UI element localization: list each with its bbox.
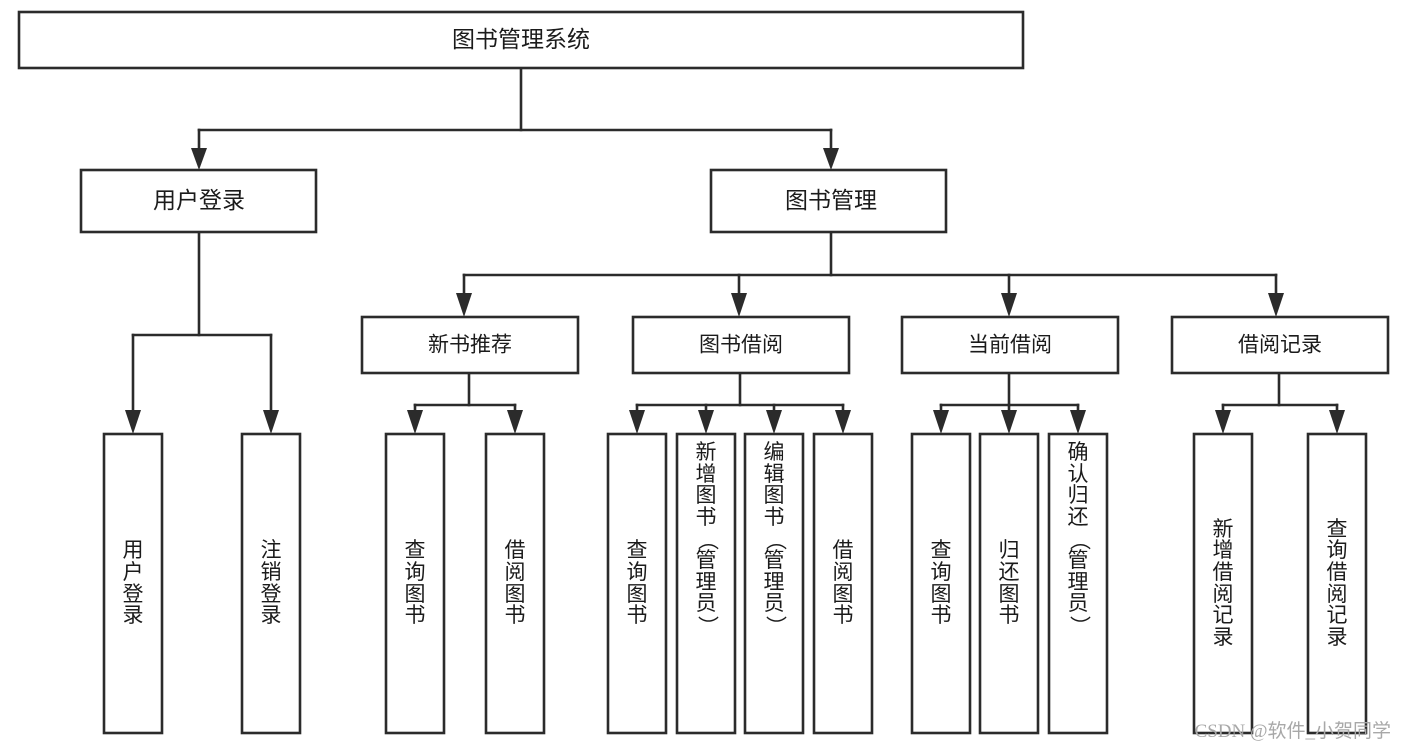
node-box-leaf-logout[interactable] (240, 432, 302, 735)
arrow-to-leaf-logout (263, 410, 279, 434)
node-box-leaf-rec-borrow-book[interactable] (484, 432, 546, 735)
node-box-leaf-user-login[interactable] (102, 432, 164, 735)
arrow-to-borrow-query-book (629, 410, 645, 434)
arrow-to-book-borrow (731, 293, 747, 317)
node-box-leaf-rec-query-book[interactable] (384, 432, 446, 735)
node-label-book-borrow: 图书借阅 (699, 334, 783, 357)
arrow-to-leaf-user-login (125, 410, 141, 434)
csdn-watermark: CSDN @软件_小贺同学 (1194, 721, 1391, 742)
node-box-new-book-rec[interactable] (360, 315, 580, 375)
arrow-to-return-book (1001, 410, 1017, 434)
node-label-new-book-rec: 新书推荐 (428, 334, 512, 357)
node-box-leaf-borrow-query-book[interactable] (606, 432, 668, 735)
node-box-leaf-query-record[interactable] (1306, 432, 1368, 735)
node-box-borrow-record[interactable] (1170, 315, 1390, 375)
node-label-user-login: 用户登录 (153, 187, 245, 213)
node-label-book-manage: 图书管理 (785, 187, 877, 213)
node-box-leaf-current-query-book[interactable] (910, 432, 972, 735)
arrow-to-new-book-rec (456, 293, 472, 317)
node-box-book-borrow[interactable] (631, 315, 851, 375)
connector-layer (125, 66, 1345, 434)
arrow-to-book-manage (823, 148, 839, 170)
arrow-to-add-book (698, 410, 714, 434)
arrow-to-current-query-book (933, 410, 949, 434)
node-box-root[interactable] (17, 10, 1025, 70)
arrow-to-confirm-return (1070, 410, 1086, 434)
node-box-book-manage[interactable] (709, 168, 948, 234)
arrow-to-add-record (1215, 410, 1231, 434)
arrow-to-borrow-book (835, 410, 851, 434)
node-box-leaf-add-record[interactable] (1192, 432, 1254, 735)
arrow-to-user-login (191, 148, 207, 170)
node-box-leaf-return-book[interactable] (978, 432, 1040, 735)
arrow-to-current-borrow (1001, 293, 1017, 317)
node-label-current-borrow: 当前借阅 (968, 334, 1052, 357)
node-label-borrow-record: 借阅记录 (1238, 334, 1322, 357)
arrow-to-query-record (1329, 410, 1345, 434)
arrow-to-borrow-record (1268, 293, 1284, 317)
arrow-to-rec-query-book (407, 410, 423, 434)
node-box-current-borrow[interactable] (900, 315, 1120, 375)
node-box-leaf-confirm-return[interactable] (1047, 432, 1109, 735)
node-box-leaf-edit-book[interactable] (743, 432, 805, 735)
node-box-leaf-add-book[interactable] (675, 432, 737, 735)
node-box-leaf-borrow-book[interactable] (812, 432, 874, 735)
node-label-root: 图书管理系统 (452, 26, 590, 52)
node-layer: 图书管理系统 用户登录 图书管理 新书推荐 图书借阅 当前借阅 借阅记录 (17, 10, 1390, 735)
node-box-user-login[interactable] (79, 168, 318, 234)
arrow-to-rec-borrow-book (507, 410, 523, 434)
arrow-to-edit-book (766, 410, 782, 434)
